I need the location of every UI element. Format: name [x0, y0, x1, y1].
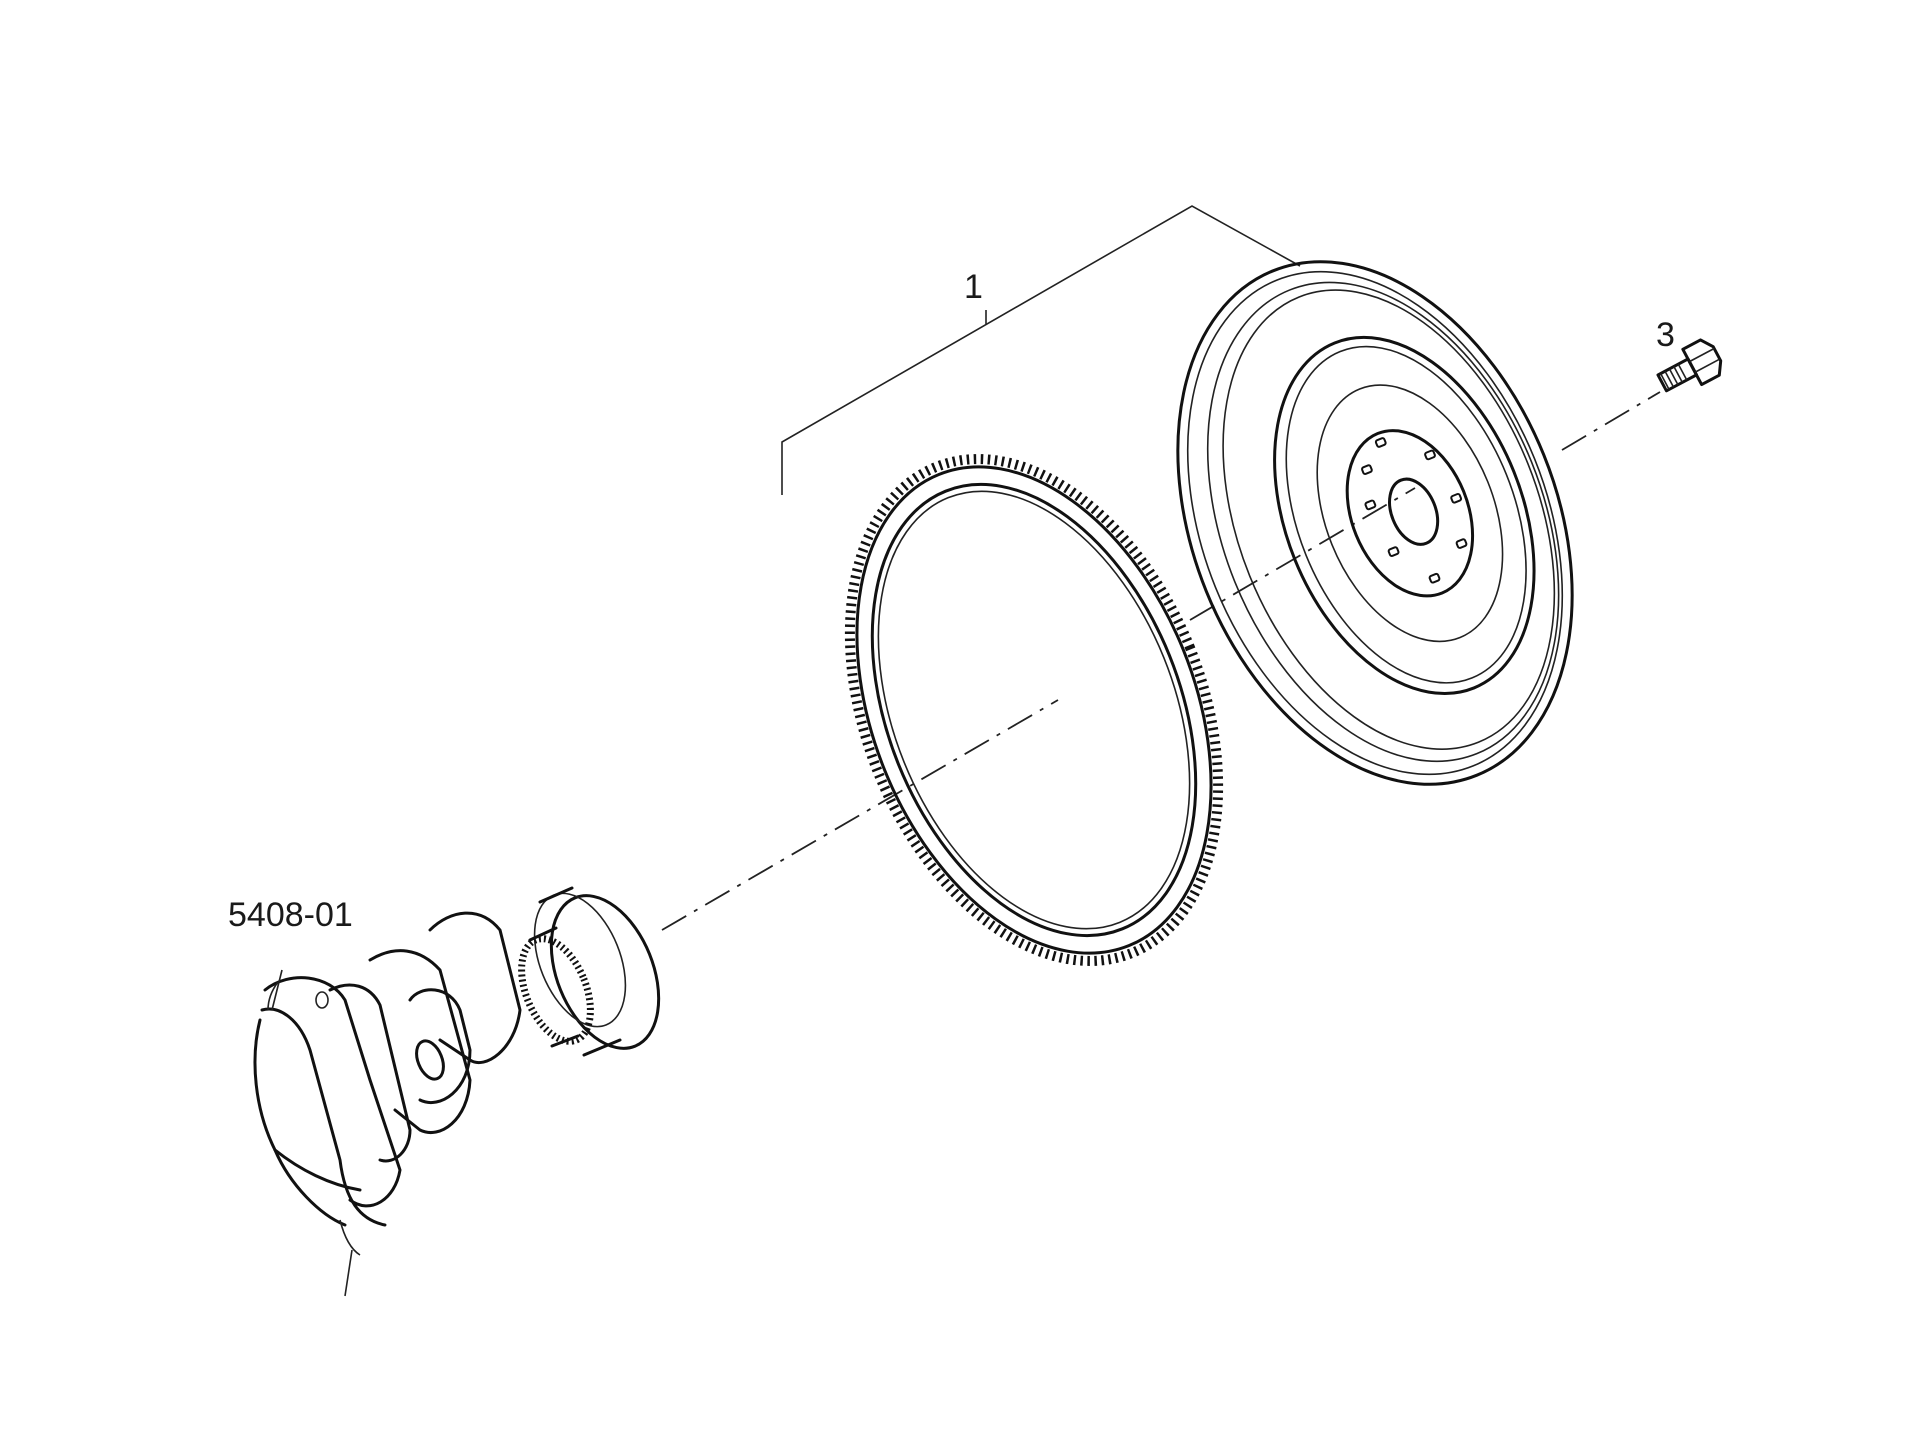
- crankshaft: [253, 886, 661, 1297]
- flywheel: [1176, 260, 1574, 786]
- callout-crankshaft-ref: 5408-01: [228, 896, 353, 934]
- assembly-bracket: [781, 205, 1301, 495]
- callout-bolt: 3: [1656, 316, 1675, 354]
- hub-bolt-holes: [1361, 437, 1468, 584]
- callout-flywheel-assembly: 1: [964, 268, 983, 306]
- ring-gear: [844, 454, 1224, 966]
- crankshaft-ref-leader: [267, 981, 279, 1011]
- bolt: [1656, 338, 1723, 393]
- center-axis: [661, 391, 1661, 931]
